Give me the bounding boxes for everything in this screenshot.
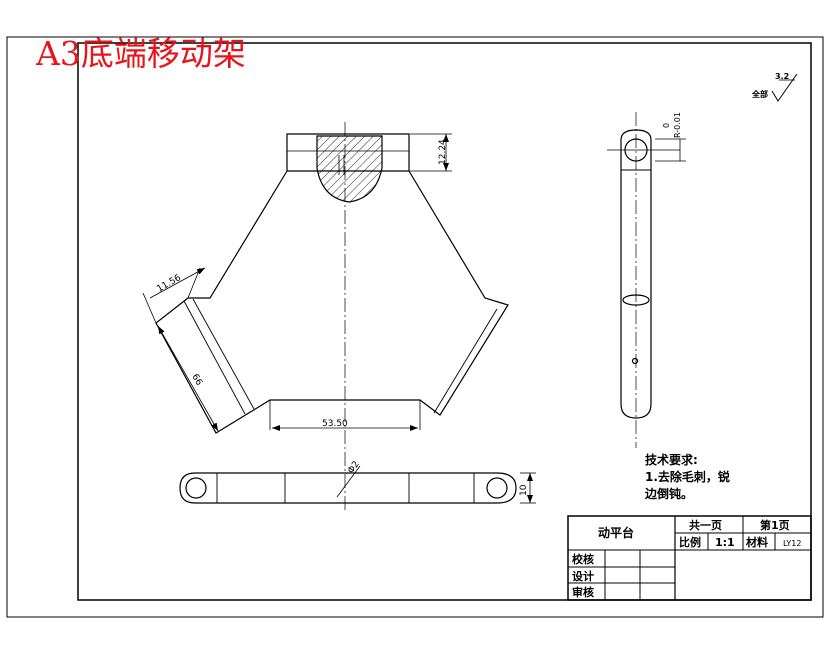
dim-bottom-width: 53.50 <box>322 419 348 429</box>
drawing-title: A3底端移动架 <box>36 34 246 73</box>
bottom-view-hole-left <box>185 477 207 499</box>
tech-notes-line-1: 1.去除毛刺，锐 <box>645 470 730 484</box>
tech-notes-heading: 技术要求: <box>645 453 698 467</box>
title-block-design-label: 设计 <box>572 569 594 583</box>
dim-tolerance-upper: 0 <box>662 123 671 128</box>
roughness-label: 全部 <box>751 89 768 99</box>
title-block-material-label: 材料 <box>746 535 768 549</box>
dim-top-height: 12.24 <box>438 139 448 165</box>
dimension-lines <box>142 133 452 432</box>
title-block-check-label: 校核 <box>572 552 594 566</box>
title-block-scale-label: 比例 <box>679 535 701 549</box>
title-block-material-value: LY12 <box>783 539 801 548</box>
section-hatch <box>316 135 383 203</box>
title-block-total-pages: 共一页 <box>689 518 722 532</box>
dim-tolerance-lower: R-0.01 <box>673 112 682 138</box>
bottom-view <box>179 465 536 504</box>
bottom-view-hole-right <box>486 477 508 499</box>
roughness-value: 3.2 <box>775 72 789 81</box>
outer-border <box>6 36 824 618</box>
technical-requirements: 技术要求: 1.去除毛刺，锐 边倒钝。 <box>645 452 745 503</box>
inner-border <box>77 42 812 601</box>
title-block-review-label: 审核 <box>572 585 594 599</box>
dim-plate-thickness: 10 <box>519 484 529 496</box>
side-view <box>607 129 686 419</box>
side-view-hole-small <box>631 357 639 365</box>
title-block-part-name: 动平台 <box>598 525 634 540</box>
tech-notes-line-2: 边倒钝。 <box>645 487 694 501</box>
roughness-symbol: 3.2 全部 <box>751 72 798 102</box>
title-block <box>567 515 812 601</box>
dim-left-width: 11.56 <box>156 273 184 295</box>
front-view <box>155 133 509 434</box>
title-block-scale-value: 1:1 <box>715 536 735 549</box>
title-block-page-number: 第1页 <box>760 518 790 532</box>
